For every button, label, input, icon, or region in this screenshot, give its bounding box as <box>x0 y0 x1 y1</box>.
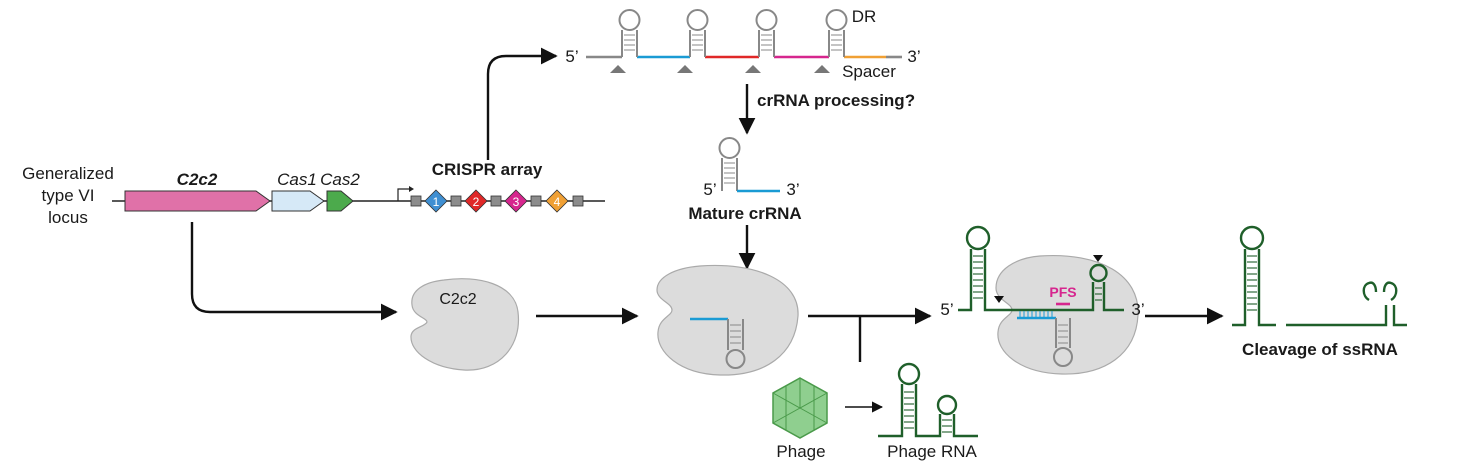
cleavage-label: Cleavage of ssRNA <box>1242 340 1398 359</box>
target-5prime-label: 5’ <box>940 300 953 319</box>
phage-rna <box>878 362 978 438</box>
dr-hairpin-3 <box>755 9 778 57</box>
c2c2-target-complex-blob <box>995 254 1139 375</box>
svg-text:type VI: type VI <box>42 186 95 205</box>
gene-cas1-label: Cas1 <box>277 170 317 189</box>
svg-text:locus: locus <box>48 208 88 227</box>
svg-text:2: 2 <box>473 195 480 209</box>
locus-label: Generalized type VI locus <box>22 164 114 227</box>
processing-label: crRNA processing? <box>757 91 915 110</box>
phage-icon <box>772 377 828 439</box>
mature-crrna-3prime-label: 3’ <box>786 180 799 199</box>
gene-cas1 <box>271 190 325 212</box>
crispr-spacer-2: 2 <box>464 189 488 213</box>
dr-hairpin-1 <box>618 9 641 57</box>
svg-text:3: 3 <box>513 195 520 209</box>
processing-site-markers <box>610 65 830 73</box>
gene-c2c2-label: C2c2 <box>177 170 218 189</box>
dr-label: DR <box>852 7 877 26</box>
spacer-label: Spacer <box>842 62 896 81</box>
svg-text:1: 1 <box>433 195 440 209</box>
gene-cas2-label: Cas2 <box>320 170 360 189</box>
complex-crrna-hairpin <box>725 319 746 369</box>
crispr-array-label: CRISPR array <box>432 160 543 179</box>
crispr-spacer-4: 4 <box>545 189 569 213</box>
promoter-arrowhead-icon <box>409 186 414 192</box>
gene-c2c2 <box>124 190 271 212</box>
c2c2-protein-blob <box>410 278 520 371</box>
transcript-5prime-label: 5’ <box>565 47 578 66</box>
phage-rna-label: Phage RNA <box>887 442 977 461</box>
crispr-spacer-3: 3 <box>504 189 528 213</box>
gene-cas2 <box>326 190 354 212</box>
svg-text:4: 4 <box>554 195 561 209</box>
cleavage-site-1-icon <box>994 296 1004 303</box>
pfs-label: PFS <box>1049 284 1076 300</box>
crispr-spacer-1: 1 <box>424 189 448 213</box>
transcription-arrow <box>486 47 558 160</box>
mature-crrna-label: Mature crRNA <box>688 204 801 223</box>
cleaved-rna-fragment-1 <box>1232 225 1276 327</box>
transcript-3prime-label: 3’ <box>907 47 920 66</box>
dr-hairpin-4 <box>825 9 848 57</box>
phage-label: Phage <box>776 442 825 461</box>
bound-crrna-hairpin <box>1053 318 1073 367</box>
dr-hairpin-2 <box>686 9 709 57</box>
svg-text:Generalized: Generalized <box>22 164 114 183</box>
mature-crrna-hairpin <box>718 137 741 191</box>
target-rna <box>958 225 1124 312</box>
cleavage-site-2-icon <box>1093 255 1103 262</box>
crispr-repeats <box>410 195 584 207</box>
translation-arrow <box>190 222 398 321</box>
promoter-arrow-icon <box>397 188 410 201</box>
c2c2-protein-label: C2c2 <box>439 291 476 308</box>
target-3prime-label: 3’ <box>1131 300 1144 319</box>
bound-crrna <box>1017 311 1056 320</box>
mature-crrna-5prime-label: 5’ <box>703 180 716 199</box>
cleaved-rna-fragment-2 <box>1286 281 1407 327</box>
